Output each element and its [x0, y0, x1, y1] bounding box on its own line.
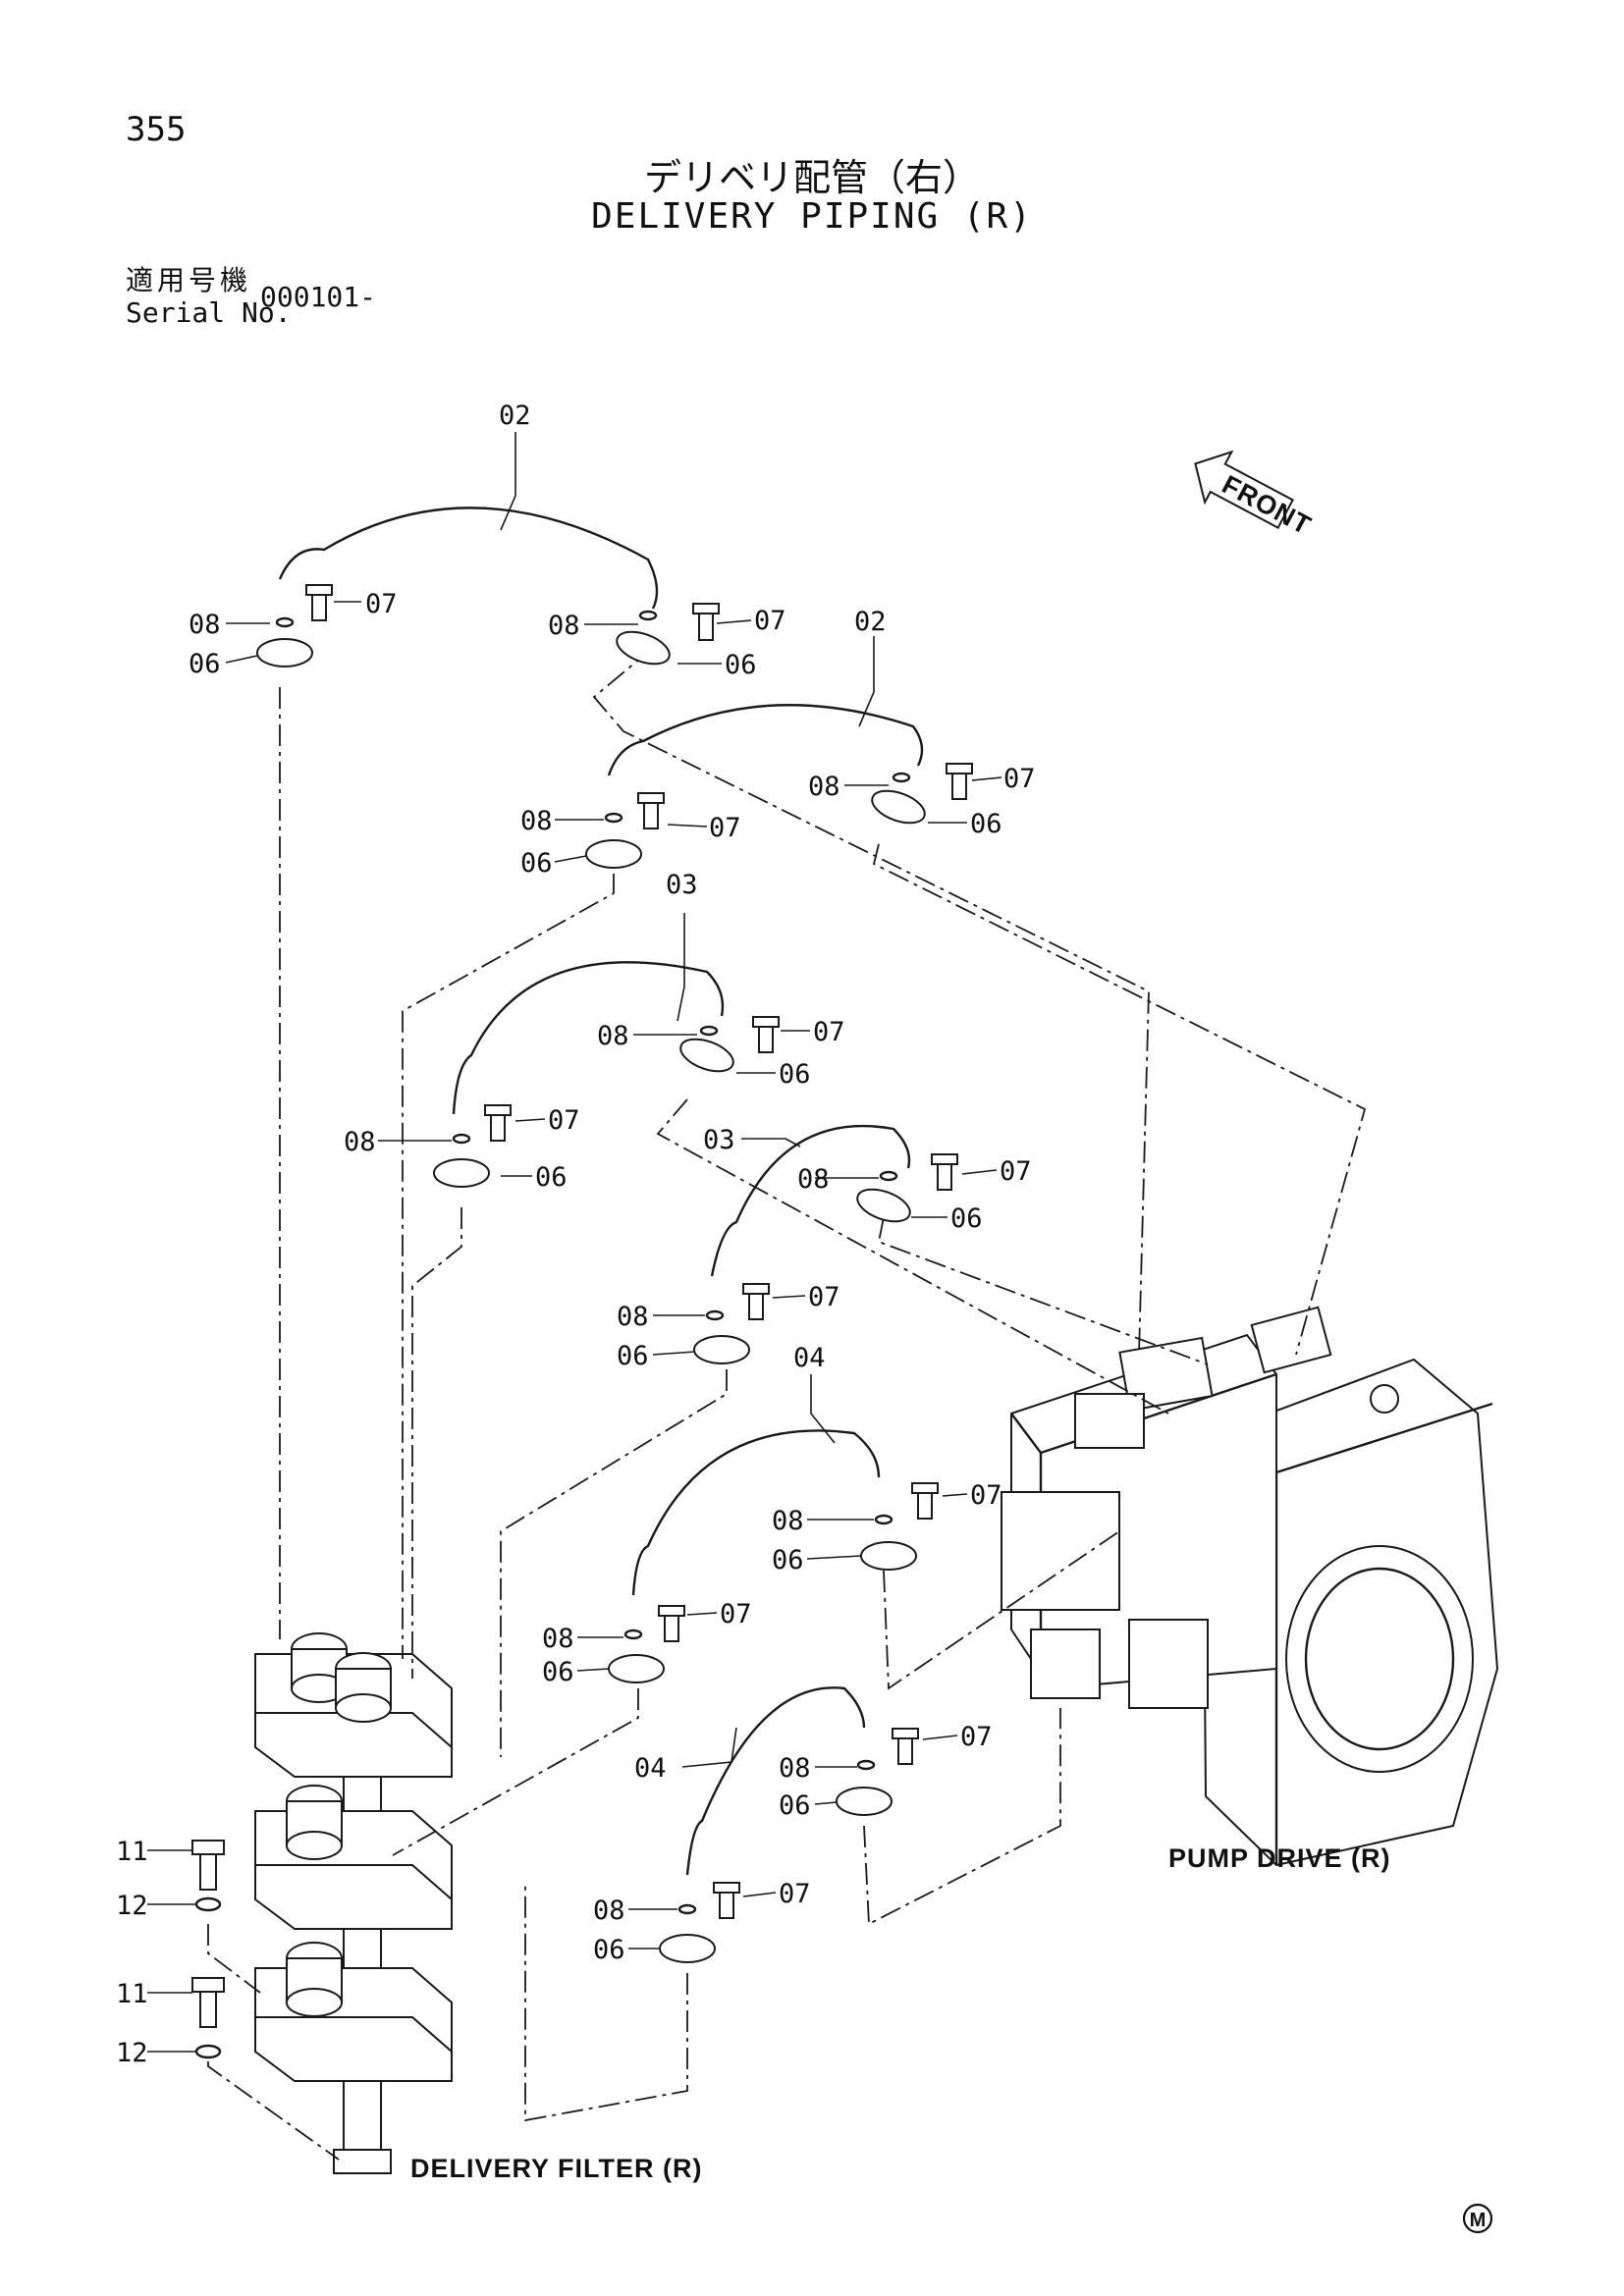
part-label-11: 11 — [116, 1979, 148, 2009]
part-label-08: 08 — [797, 1164, 830, 1195]
part-label-07: 07 — [709, 813, 741, 843]
page-title-japanese: デリベリ配管（右） — [643, 156, 980, 199]
part-label-07: 07 — [754, 606, 786, 636]
part-label-07: 07 — [808, 1282, 840, 1312]
part-label-08: 08 — [520, 806, 553, 836]
part-label-06: 06 — [542, 1657, 574, 1687]
part-label-04: 04 — [793, 1343, 826, 1373]
part-label-08: 08 — [597, 1021, 629, 1051]
part-label-06: 06 — [189, 649, 221, 679]
part-labels: 02 08 06 07 08 06 07 02 08 06 07 08 06 0… — [116, 400, 1036, 2068]
part-label-06: 06 — [950, 1203, 983, 1234]
part-label-08: 08 — [617, 1302, 649, 1332]
part-label-07: 07 — [548, 1105, 580, 1136]
part-label-02: 02 — [854, 607, 887, 637]
part-label-07: 07 — [779, 1879, 811, 1909]
part-label-12: 12 — [116, 1891, 148, 1921]
leader-lines — [147, 432, 1002, 2053]
page-number: 355 — [126, 110, 187, 149]
flange-fittings — [191, 584, 973, 2059]
delivery-filter-caption: DELIVERY FILTER (R) — [410, 2154, 703, 2183]
part-label-06: 06 — [535, 1162, 568, 1193]
part-label-07: 07 — [970, 1480, 1002, 1511]
front-arrow-label: FRONT — [1218, 469, 1317, 540]
part-label-06: 06 — [593, 1935, 625, 1965]
part-label-07: 07 — [960, 1722, 993, 1752]
part-label-08: 08 — [772, 1506, 804, 1536]
circled-m-letter: M — [1470, 2210, 1487, 2231]
part-label-04: 04 — [634, 1753, 667, 1784]
part-label-08: 08 — [189, 610, 221, 640]
part-label-07: 07 — [720, 1599, 752, 1629]
front-arrow-icon: FRONT — [1194, 450, 1317, 541]
part-label-06: 06 — [520, 848, 553, 879]
circled-m-mark: M — [1462, 2203, 1493, 2234]
serial-number-value: 000101- — [260, 281, 377, 313]
part-label-06: 06 — [970, 809, 1002, 839]
pump-drive-illustration — [1001, 1306, 1499, 1867]
part-label-08: 08 — [542, 1624, 574, 1654]
part-label-07: 07 — [813, 1017, 845, 1047]
part-label-08: 08 — [548, 611, 580, 641]
part-label-08: 08 — [344, 1127, 376, 1157]
part-label-08: 08 — [779, 1753, 811, 1784]
part-label-06: 06 — [725, 650, 757, 680]
part-label-06: 06 — [779, 1059, 811, 1090]
part-label-08: 08 — [593, 1896, 625, 1926]
serial-label-english: Serial No. — [126, 296, 292, 329]
page-title-english: DELIVERY PIPING (R) — [591, 196, 1033, 237]
part-label-07: 07 — [1000, 1156, 1032, 1187]
part-label-08: 08 — [808, 772, 840, 802]
connection-lines — [207, 647, 1367, 2161]
delivery-filter-illustration — [254, 1632, 453, 2174]
part-label-07: 07 — [1003, 764, 1036, 794]
pump-drive-caption: PUMP DRIVE (R) — [1168, 1843, 1391, 1873]
part-label-12: 12 — [116, 2038, 148, 2068]
part-label-07: 07 — [365, 589, 398, 619]
part-label-06: 06 — [617, 1341, 649, 1371]
part-label-03: 03 — [666, 870, 698, 900]
part-label-02: 02 — [499, 400, 531, 431]
hoses — [278, 507, 924, 1876]
part-label-06: 06 — [779, 1790, 811, 1821]
part-label-11: 11 — [116, 1837, 148, 1867]
part-label-06: 06 — [772, 1545, 804, 1575]
serial-label-japanese: 適用号機 — [126, 264, 252, 296]
part-label-03: 03 — [703, 1125, 735, 1155]
